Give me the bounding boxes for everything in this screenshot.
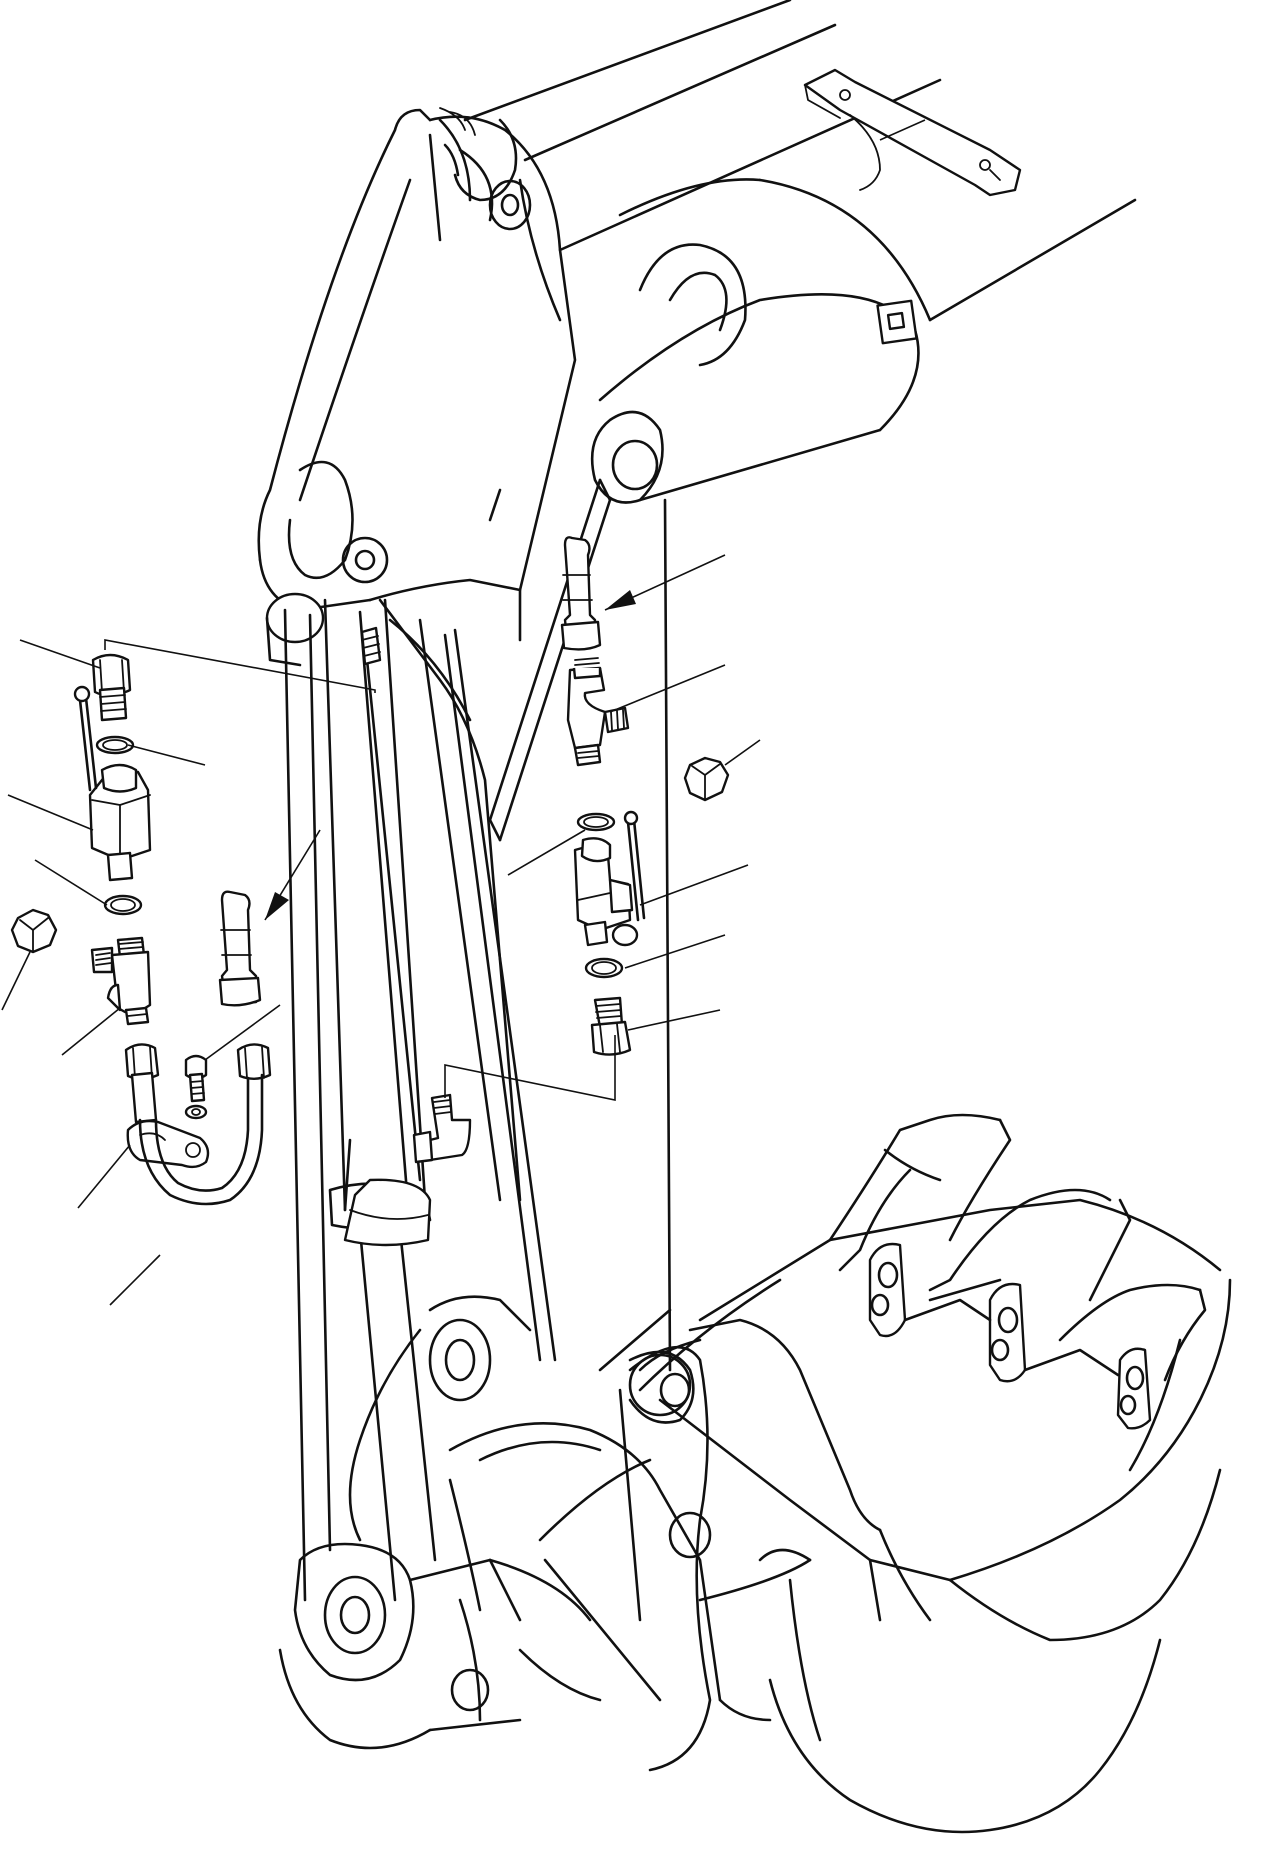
arm — [257, 107, 782, 1602]
cylinder — [323, 598, 437, 1602]
leader-lines — [1, 119, 926, 1306]
clamp-bracket — [803, 68, 1022, 197]
bucket-link — [278, 1295, 722, 1772]
bucket — [638, 1113, 1232, 1834]
boom — [463, 0, 1137, 504]
left-valve-assembly — [10, 653, 321, 1206]
